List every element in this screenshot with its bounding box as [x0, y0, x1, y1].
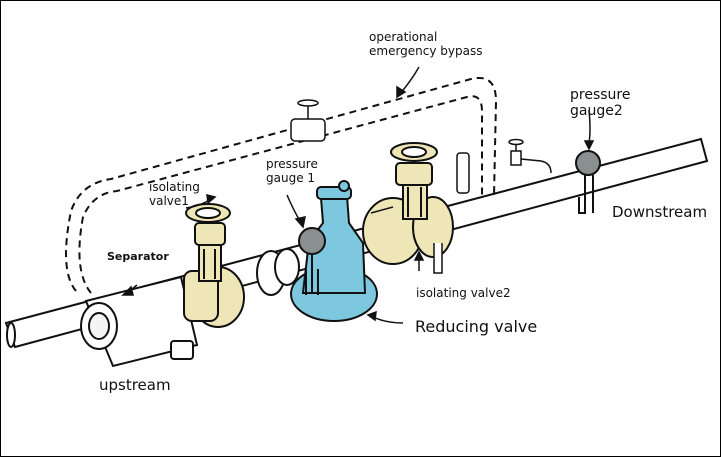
pressure-gauge2 [575, 150, 601, 214]
reducing-valve-label: Reducing valve [415, 317, 538, 336]
emergency-bypass-line [65, 77, 498, 294]
separator-label: Separator [107, 250, 169, 263]
pressure-gauge1-label-line2: gauge 1 [266, 170, 316, 185]
pressure-gauge2-label: pressure gauge2 [570, 87, 630, 119]
downstream-label: Downstream [612, 203, 708, 221]
annotation-arrows [121, 66, 595, 324]
pressure-gauge1-label-line1: pressure [266, 157, 318, 171]
downstream-tap-valve [508, 138, 552, 174]
pressure-gauge2-label-line1: pressure [570, 87, 631, 103]
side-tap [370, 152, 470, 274]
isolating-valve1-label: isolating valve1 [149, 180, 200, 209]
upstream-label: upstream [99, 376, 171, 394]
isolating-valve1-label-line1: isolating [149, 180, 200, 194]
isolating-valve1 [183, 203, 245, 328]
isolating-valve2 [362, 142, 454, 265]
isolating-valve2-label: isolating valve2 [416, 286, 511, 300]
bypass-label: operational emergency bypass [369, 30, 483, 59]
pressure-gauge1-label: pressure gauge 1 [266, 157, 318, 186]
pressure-gauge1 [298, 227, 326, 295]
isolating-valve1-label-line2: valve1 [149, 193, 189, 208]
bypass-label-line1: operational [369, 30, 438, 44]
bypass-valve [290, 99, 326, 142]
bypass-label-line2: emergency bypass [369, 43, 483, 58]
connector-fitting [256, 248, 300, 296]
pressure-gauge2-label-line2: gauge2 [570, 103, 623, 120]
separator-body [80, 275, 199, 368]
